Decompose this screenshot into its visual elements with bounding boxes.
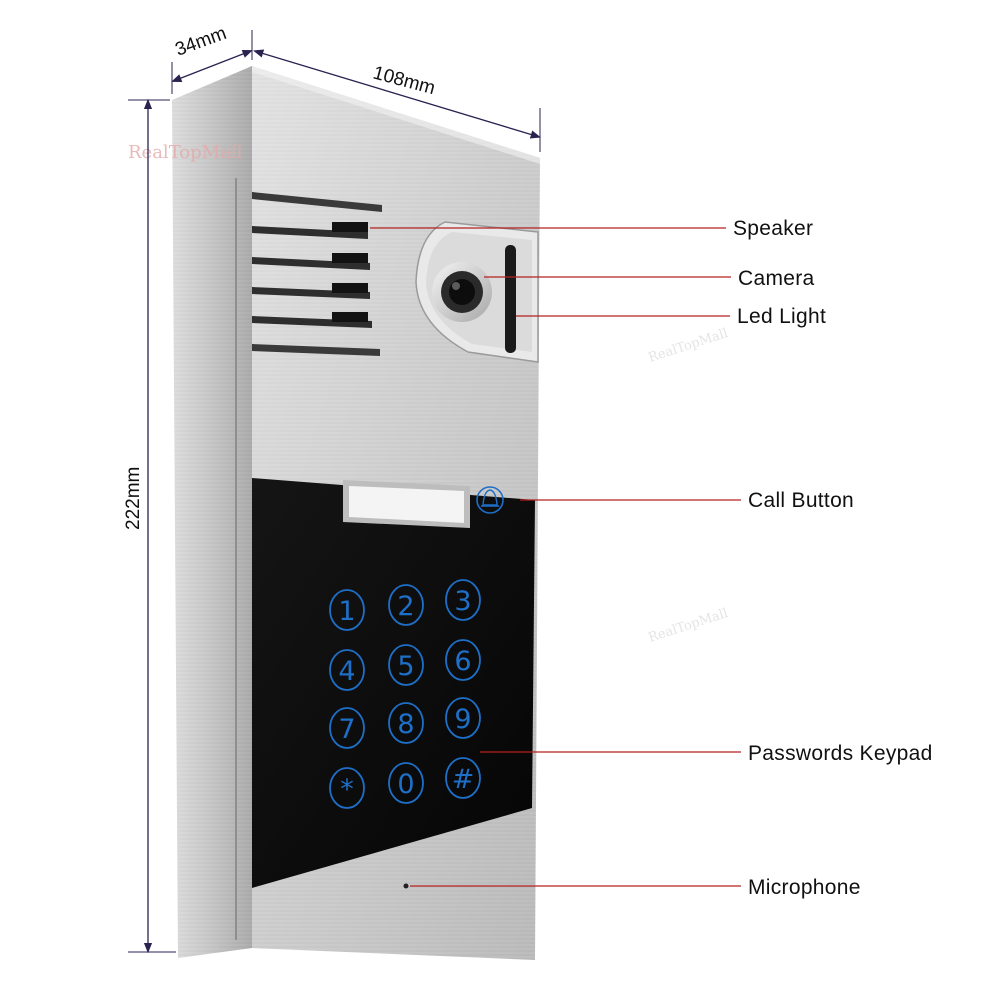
key-6[interactable]: 6 [445, 639, 481, 681]
key-ring [329, 767, 365, 809]
key-8[interactable]: 8 [388, 702, 424, 744]
key-ring [445, 639, 481, 681]
key-label: 4 [338, 656, 355, 687]
dimension-height-label: 222mm [123, 467, 144, 530]
key-ring [445, 579, 481, 621]
keypad-panel: 1 2 3 4 5 6 7 8 9 * 0 # [252, 478, 535, 888]
key-ring [329, 649, 365, 691]
key-label: 8 [397, 709, 414, 740]
key-ring [329, 707, 365, 749]
key-label: 1 [338, 596, 355, 627]
dimension-height: 222mm [123, 98, 176, 954]
callout-camera: Camera [484, 267, 815, 290]
callout-speaker-label: Speaker [733, 217, 813, 240]
housing-side-face [172, 66, 252, 958]
callout-microphone: Microphone [410, 876, 861, 899]
key-4[interactable]: 4 [329, 649, 365, 691]
key-ring [445, 697, 481, 739]
keypad-keys: 1 2 3 4 5 6 7 8 9 * 0 # [329, 579, 481, 809]
key-ring [388, 762, 424, 804]
callout-camera-label: Camera [738, 267, 815, 290]
key-label: 9 [454, 704, 471, 735]
key-label: # [452, 764, 475, 795]
callout-call-button-label: Call Button [748, 489, 854, 512]
key-label: 7 [338, 714, 355, 745]
watermark-faint-2: RealTopMall [647, 606, 730, 646]
key-label: 3 [454, 586, 471, 617]
key-ring [388, 702, 424, 744]
key-1[interactable]: 1 [329, 589, 365, 631]
microphone-hole [403, 883, 409, 889]
key-5[interactable]: 5 [388, 644, 424, 686]
key-label: 5 [397, 651, 414, 682]
watermark-faint-1: RealTopMall [647, 326, 730, 366]
callout-call-button: Call Button [520, 489, 854, 512]
key-2[interactable]: 2 [388, 584, 424, 626]
watermark-text: RealTopMall [128, 142, 243, 163]
callout-led-light: Led Light [516, 305, 826, 328]
speaker-grill [252, 192, 382, 356]
key-label: 6 [454, 646, 471, 677]
led-light-strip [505, 245, 516, 353]
callout-passwords-keypad-label: Passwords Keypad [748, 742, 933, 765]
key-star[interactable]: * [329, 767, 365, 809]
key-3[interactable]: 3 [445, 579, 481, 621]
key-ring [388, 644, 424, 686]
callout-microphone-label: Microphone [748, 876, 861, 899]
key-ring [388, 584, 424, 626]
callout-led-light-label: Led Light [737, 305, 826, 328]
name-label-window [343, 480, 470, 528]
callout-passwords-keypad: Passwords Keypad [480, 742, 933, 765]
key-ring [329, 589, 365, 631]
dimension-depth-label: 34mm [173, 23, 230, 61]
key-hash[interactable]: # [445, 757, 481, 799]
key-label: 0 [397, 769, 414, 800]
key-label: 2 [397, 591, 414, 622]
dimension-width-label: 108mm [371, 63, 438, 100]
key-7[interactable]: 7 [329, 707, 365, 749]
key-ring [445, 757, 481, 799]
bell-icon[interactable] [476, 486, 504, 514]
camera-module [415, 221, 539, 363]
callout-speaker: Speaker [370, 217, 813, 240]
key-label: * [340, 774, 354, 805]
key-9[interactable]: 9 [445, 697, 481, 739]
key-0[interactable]: 0 [388, 762, 424, 804]
